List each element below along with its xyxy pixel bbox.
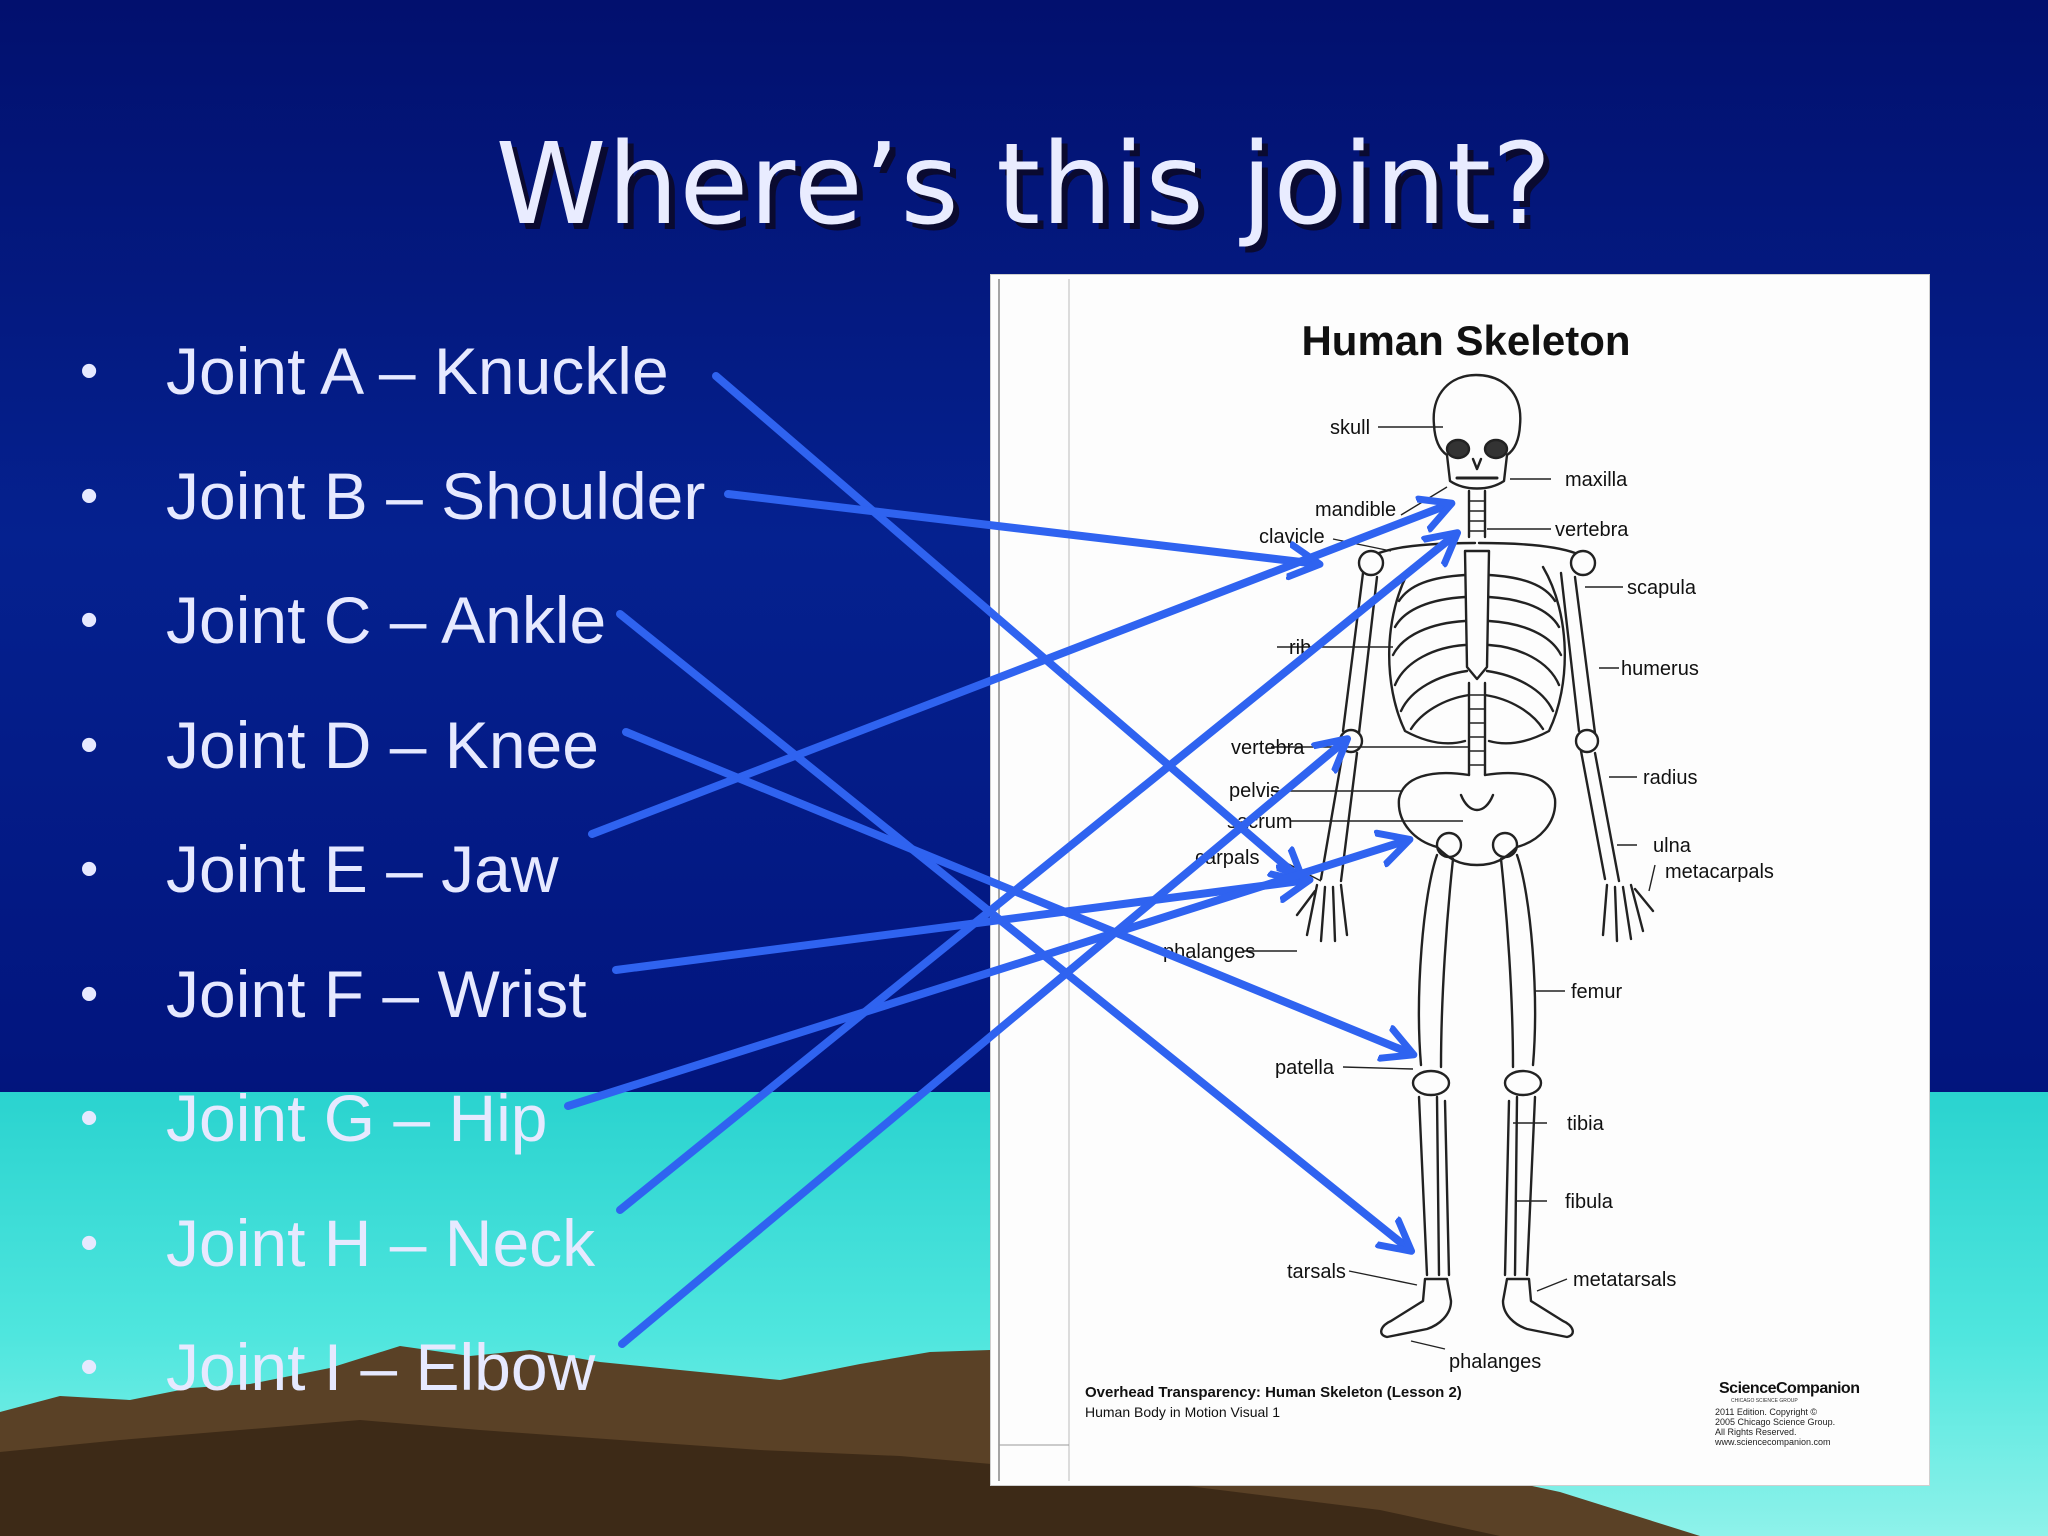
bullet-marker: • [80, 1338, 99, 1396]
bullet-marker: • [80, 1213, 99, 1272]
arrow-knee [622, 728, 1412, 1054]
copyright-line: 2005 Chicago Science Group. [1715, 1417, 1835, 1427]
label-leader-lines [1243, 426, 1656, 1350]
footer-subtitle: Human Body in Motion Visual 1 [1085, 1404, 1280, 1420]
arrow-wrist [612, 880, 1308, 974]
copyright-line: 2011 Edition. Copyright © [1715, 1407, 1817, 1417]
brand-tagline: CHICAGO SCIENCE GROUP [1731, 1398, 1798, 1404]
arrow-jaw [588, 504, 1450, 838]
joint-e-label: Joint E – Jaw [166, 832, 559, 906]
label-radius: radius [1643, 767, 1697, 789]
label-scapula: scapula [1627, 577, 1697, 599]
label-tibia: tibia [1567, 1113, 1605, 1135]
label-humerus: humerus [1621, 658, 1699, 680]
joint-d-label: Joint D – Knee [166, 707, 599, 782]
mountains-shadow [0, 1420, 1500, 1536]
joint-h-label: Joint H – Neck [166, 1205, 596, 1280]
label-ulna: ulna [1653, 835, 1692, 857]
bullet-marker: • [80, 342, 99, 400]
skeleton-diagram: Human Skeleton [998, 279, 1860, 1481]
label-maxilla: maxilla [1565, 469, 1628, 491]
bullet-marker: • [80, 591, 99, 649]
label-phalanges-foot: phalanges [1449, 1351, 1541, 1373]
label-tarsals: tarsals [1287, 1261, 1346, 1283]
copyright-line: All Rights Reserved. [1715, 1427, 1797, 1437]
joint-a-label: Joint A – Knuckle [166, 334, 669, 408]
joint-g-label: Joint G – Hip [166, 1081, 548, 1155]
joint-f-label: Joint F – Wrist [166, 956, 587, 1031]
joint-b-label: Joint B – Shoulder [166, 458, 706, 533]
label-skull: skull [1330, 417, 1370, 439]
joint-i-label: Joint I – Elbow [166, 1330, 596, 1404]
arrow-knuckle [712, 372, 1302, 880]
label-pelvis: pelvis [1229, 780, 1280, 802]
bullet-marker: • [80, 964, 99, 1023]
bullet-marker: • [80, 466, 99, 525]
arrow-elbow [618, 740, 1346, 1348]
arrow-shoulder [724, 490, 1318, 564]
diagram-title: Human Skeleton [1301, 317, 1630, 364]
brand-logo: ScienceCompanion [1719, 1380, 1859, 1397]
bullet-marker: • [80, 840, 99, 898]
bullet-marker: • [80, 1089, 99, 1147]
label-metacarpals: metacarpals [1665, 861, 1774, 883]
label-vertebra-back: vertebra [1231, 737, 1305, 759]
arrow-neck [616, 534, 1456, 1214]
label-fibula: fibula [1565, 1191, 1614, 1213]
label-mandible: mandible [1315, 499, 1396, 521]
joint-c-label: Joint C – Ankle [166, 583, 607, 657]
label-metatarsals: metatarsals [1573, 1269, 1676, 1291]
arrow-ankle [616, 610, 1410, 1250]
skeleton-diagram-card: Human Skeleton [990, 274, 1930, 1486]
copyright-line: www.sciencecompanion.com [1714, 1437, 1831, 1447]
arrow-hip [564, 840, 1408, 1110]
bullet-marker: • [80, 715, 99, 774]
label-vertebra-neck: vertebra [1555, 519, 1629, 541]
label-femur: femur [1571, 981, 1622, 1003]
slide-title: Where’s this joint? [495, 120, 1553, 250]
footer-title: Overhead Transparency: Human Skeleton (L… [1085, 1384, 1462, 1401]
label-patella: patella [1275, 1057, 1335, 1079]
bone-labels: skull maxilla mandible vertebra clavicle… [1163, 417, 1774, 1373]
